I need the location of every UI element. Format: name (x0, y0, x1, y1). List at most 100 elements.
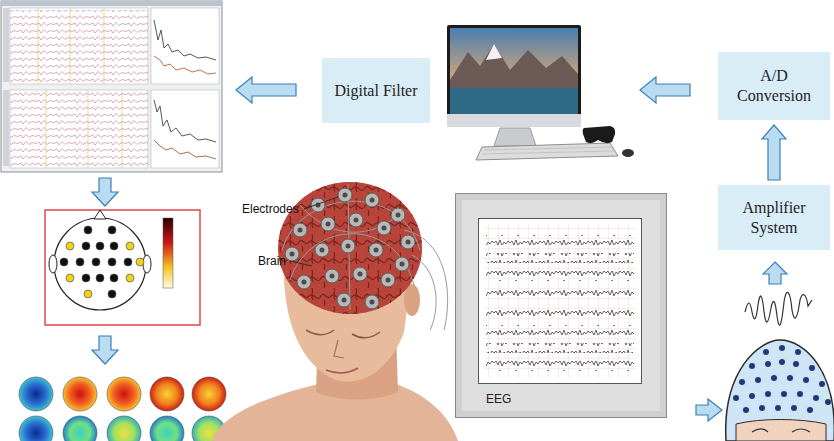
computer (486, 44, 502, 60)
eeg-cap-head (749, 393, 755, 399)
head-illustration (337, 293, 351, 307)
flow-arrow (92, 336, 118, 364)
head-illustration (412, 255, 436, 330)
electrode-map (66, 274, 74, 282)
leader-line (290, 261, 312, 266)
computer (482, 147, 614, 154)
head-illustration (358, 272, 363, 277)
eeg-cap-head (765, 391, 771, 397)
eeg-software-screenshot (1, 1, 222, 172)
electrode-map (163, 218, 173, 288)
electrode-map (126, 242, 134, 250)
topographic-maps (192, 377, 226, 411)
flow-arrow (696, 399, 722, 421)
electrode-map (84, 226, 92, 234)
eeg-cap-head (809, 365, 815, 371)
eeg-screen (484, 224, 636, 378)
eeg-cap-head (779, 359, 785, 365)
node-text: Digital Filter (334, 81, 417, 101)
eeg-cap-head (733, 345, 831, 413)
eeg-cap-head (743, 407, 749, 413)
node-text: A/D Conversion (726, 66, 822, 106)
flow-arrow (763, 262, 787, 284)
eeg-software-screenshot (10, 8, 148, 84)
topographic-maps (19, 377, 226, 441)
flow-arrow (92, 178, 118, 206)
node-text: EEG (486, 392, 511, 406)
computer (494, 128, 536, 146)
eeg-cap-head (803, 377, 809, 383)
computer (476, 143, 618, 160)
flow-arrow (762, 125, 786, 180)
eeg-software-screenshot (122, 90, 123, 168)
topographic-maps (107, 416, 141, 441)
head-illustration (343, 193, 348, 198)
eeg-software-screenshot (1, 1, 222, 172)
computer (447, 114, 581, 127)
head-illustration (334, 340, 344, 358)
eeg-screen (486, 271, 634, 281)
eeg-software-screenshot (38, 8, 39, 84)
head-illustration (391, 208, 405, 222)
head-illustration (370, 198, 375, 203)
head-illustration (302, 280, 307, 285)
electrode-map (60, 258, 68, 266)
head-illustration (353, 267, 367, 281)
computer (482, 151, 614, 154)
eeg-software-screenshot (3, 8, 9, 82)
electrode-map (45, 210, 200, 325)
electrode-map (143, 255, 151, 273)
eeg-software-screenshot (104, 8, 105, 84)
head-illustration (370, 300, 375, 305)
electrode-map (60, 226, 144, 298)
head-illustration (401, 235, 415, 249)
eeg-software-screenshot (70, 8, 71, 84)
computer (450, 28, 578, 114)
eeg-cap-head (797, 391, 803, 397)
eeg-screen (479, 219, 642, 384)
head-illustration (290, 252, 295, 257)
eeg-screen (486, 307, 634, 317)
node-text: Amplifier System (726, 198, 822, 238)
eeg-cap-head (739, 379, 745, 385)
topographic-maps (150, 416, 184, 441)
head-illustration (315, 243, 329, 257)
electrode-map (82, 274, 90, 282)
topographic-maps (19, 416, 53, 441)
part-label: Brain (258, 254, 286, 268)
eeg-cap-head (759, 405, 765, 411)
eeg-software-screenshot (154, 56, 216, 74)
eeg-cap-head (819, 381, 825, 387)
electrode-map (82, 242, 90, 250)
head-illustration (338, 188, 352, 202)
head-illustration (354, 218, 359, 223)
head-illustration (374, 248, 379, 253)
eeg-cap-head (765, 361, 771, 367)
eeg-cap-head (733, 395, 739, 401)
eeg-screen (486, 343, 634, 353)
computer (622, 149, 634, 157)
process-box: Amplifier System (718, 185, 830, 250)
eeg-screen (486, 361, 634, 371)
eeg-cap-head (781, 391, 787, 397)
head-illustration (285, 188, 415, 309)
raw-signal (745, 292, 812, 325)
head-illustration (342, 298, 347, 303)
computer (447, 25, 634, 160)
electrode-map (126, 274, 134, 282)
head-illustration (293, 223, 307, 237)
computer (450, 44, 578, 88)
electrode-map (96, 242, 104, 250)
eeg-software-screenshot (151, 8, 219, 84)
topographic-maps (150, 377, 184, 411)
head-illustration (400, 262, 405, 267)
leader-line (304, 197, 338, 209)
computer (447, 25, 581, 127)
electrode-map (92, 258, 100, 266)
head-illustration (320, 248, 325, 253)
eeg-software-screenshot (10, 92, 148, 166)
eeg-cap-head (779, 345, 785, 351)
head-illustration (285, 247, 299, 261)
head-illustration (406, 240, 411, 245)
